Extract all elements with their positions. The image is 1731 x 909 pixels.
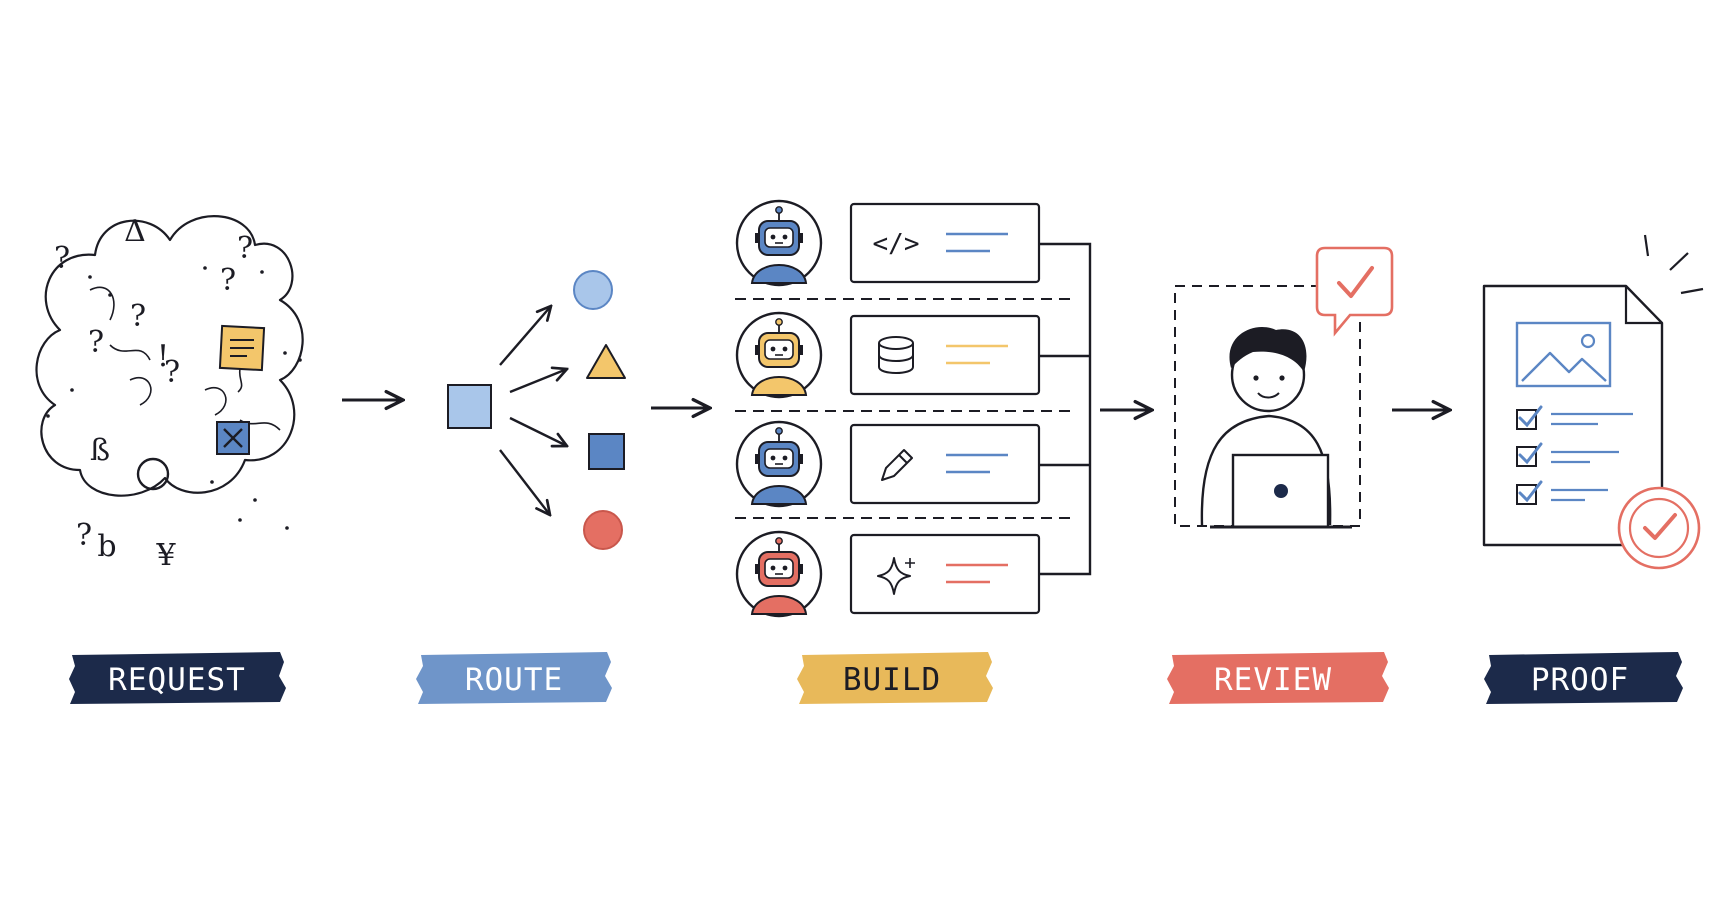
sparkle-icon (877, 557, 915, 595)
label-request-text: REQUEST (108, 662, 246, 698)
request-mark: ? (237, 231, 253, 266)
scribble-dot (108, 293, 112, 297)
checkbox-checked-icon (1516, 405, 1543, 430)
code-icon: </> (873, 229, 920, 259)
database-icon (878, 336, 914, 374)
approval-speech-bubble-icon (1315, 246, 1394, 337)
route-arrow-4 (499, 449, 550, 515)
request-stage: ??????!? Δß b ¥ (35, 214, 304, 573)
text-lines (946, 232, 1008, 253)
scribble-dot (260, 270, 264, 274)
route-arrow-1 (499, 306, 551, 366)
tool-card (849, 533, 1041, 615)
request-marks: ??????!? Δß b ¥ (46, 214, 302, 573)
tool-card (849, 314, 1041, 396)
text-lines (946, 453, 1008, 474)
scribble-dot (203, 266, 207, 270)
route-square-icon (588, 433, 625, 470)
svg-text:</>: </> (873, 229, 920, 259)
build-row (735, 420, 1041, 508)
label-route: ROUTE (416, 652, 612, 704)
request-mark: Δ (124, 214, 146, 249)
label-build-text: BUILD (843, 662, 941, 698)
route-arrow-2 (509, 369, 567, 394)
checkbox-checked-icon (1516, 480, 1543, 505)
route-stage (447, 270, 626, 550)
route-arrow-3 (509, 416, 567, 446)
request-mark: ? (54, 241, 70, 276)
request-mark: ! (157, 339, 169, 374)
scribble-dot (88, 275, 92, 279)
route-triangle-icon (586, 344, 626, 379)
request-mark: ? (130, 299, 146, 334)
text-lines (946, 344, 1008, 365)
label-proof-text: PROOF (1531, 662, 1629, 698)
x-box-icon (216, 421, 250, 455)
request-mark: ¥ (155, 538, 176, 573)
pencil-icon (881, 449, 913, 481)
router-square-icon (447, 384, 492, 429)
robot-agent-icon (735, 199, 823, 287)
scribble-dot (283, 351, 287, 355)
request-mark: ß (90, 433, 110, 468)
stage-labels: REQUEST ROUTE BUILD REVIEW PROOF (69, 652, 1683, 704)
tool-card: </> (849, 202, 1041, 284)
checklist (1516, 405, 1633, 505)
scribble-dot (238, 518, 242, 522)
label-proof: PROOF (1484, 652, 1683, 704)
label-build: BUILD (797, 652, 993, 704)
tool-card (849, 423, 1041, 505)
review-stage (1174, 246, 1394, 529)
label-request: REQUEST (69, 652, 286, 704)
robot-agent-icon (735, 420, 823, 508)
text-lines (946, 563, 1008, 584)
proof-stage (1482, 234, 1704, 570)
approved-stamp-icon (1617, 486, 1701, 570)
request-mark: b (97, 529, 116, 564)
scribble-dot (210, 480, 214, 484)
image-placeholder-icon (1515, 321, 1612, 388)
build-row: </> (735, 199, 1041, 287)
chaos-cloud (35, 215, 304, 497)
scribble-dot (46, 414, 50, 418)
build-row (735, 530, 1041, 618)
scribble-dot (70, 388, 74, 392)
scribble-dot (298, 358, 302, 362)
route-circle-blue-icon (573, 270, 613, 310)
robot-agent-icon (735, 530, 823, 618)
circle-icon (136, 457, 170, 491)
scribble-dot (285, 526, 289, 530)
sticky-note-icon (218, 324, 266, 393)
build-rows: </> (735, 199, 1041, 618)
label-review-text: REVIEW (1214, 662, 1332, 698)
scribble-dot (253, 498, 257, 502)
request-mark: ? (220, 263, 236, 298)
route-circle-red-icon (583, 510, 623, 550)
request-mark: ? (76, 518, 92, 553)
request-mark: ? (88, 325, 104, 360)
checkbox-checked-icon (1516, 442, 1543, 467)
label-route-text: ROUTE (465, 662, 563, 698)
build-stage: </> (735, 199, 1092, 618)
request-mark: ? (164, 355, 180, 390)
laptop-icon (1210, 453, 1352, 529)
build-row (735, 311, 1041, 399)
label-review: REVIEW (1167, 652, 1389, 704)
burst-lines-icon (1643, 234, 1704, 295)
merge-bracket (1038, 242, 1092, 576)
robot-agent-icon (735, 311, 823, 399)
